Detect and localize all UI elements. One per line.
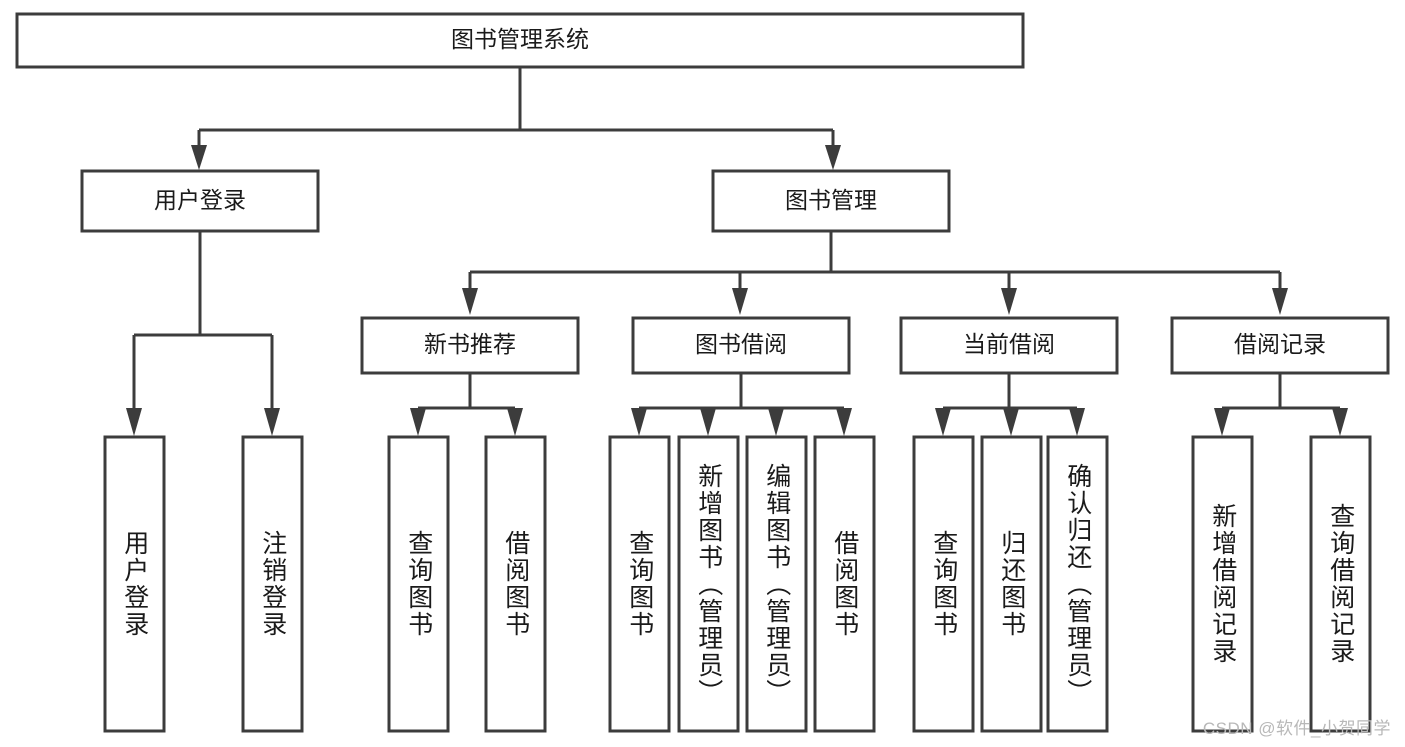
leaf-user-login-1[interactable] [241,435,304,733]
arrow-icon-root-to-user-login [191,145,207,170]
leaf-book-borrow-1[interactable] [677,435,740,733]
leaf-user-login-0[interactable] [103,435,166,733]
leaf-book-borrow-3[interactable] [813,435,876,733]
arrow-icon-user-login-leaf2 [264,408,280,436]
leaf-new-book-recommend-0[interactable] [387,435,450,733]
arrow-icon-book-borrow-leaf3 [768,408,784,436]
arrow-icon-book-borrow-leaf4 [836,408,852,436]
leaf-new-book-recommend-1[interactable] [484,435,547,733]
leaf-book-borrow-2[interactable] [745,435,808,733]
arrow-icon-book-borrow-leaf2 [700,408,716,436]
node-new-book-recommend[interactable] [360,316,580,375]
arrow-icon-current-borrow-leaf2 [1003,408,1019,436]
arrow-icon-bm-to-borrow-record [1272,288,1288,315]
arrow-icon-user-login-leaf1 [126,408,142,436]
node-new-book-recommend-label: 新书推荐 [424,331,516,357]
arrow-icon-new-book-leaf2 [507,408,523,436]
node-borrow-record-label: 借阅记录 [1234,331,1326,357]
node-book-borrow-label: 图书借阅 [695,331,787,357]
arrow-icon-new-book-leaf1 [410,408,426,436]
arrow-icon-borrow-record-leaf2 [1332,408,1348,436]
node-root-label: 图书管理系统 [451,26,589,52]
leaf-current-borrow-2[interactable] [1046,435,1109,733]
leaf-current-borrow-1[interactable] [980,435,1043,733]
arrow-icon-current-borrow-leaf3 [1069,408,1085,436]
leaf-current-borrow-0[interactable] [912,435,975,733]
arrow-icon-current-borrow-leaf1 [935,408,951,436]
node-root-book-management-system[interactable] [15,12,1025,69]
arrow-icon-borrow-record-leaf1 [1214,408,1230,436]
node-current-borrow[interactable] [899,316,1119,375]
node-user-login-label: 用户登录 [154,187,246,213]
leaf-book-borrow-0[interactable] [608,435,671,733]
node-book-management-label: 图书管理 [785,187,877,213]
arrow-icon-bm-to-current-borrow [1001,288,1017,315]
node-book-management[interactable] [711,169,951,233]
leaf-borrow-record-0[interactable] [1191,435,1254,733]
node-current-borrow-label: 当前借阅 [963,331,1055,357]
node-book-borrow[interactable] [631,316,851,375]
arrow-icon-book-borrow-leaf1 [631,408,647,436]
arrow-icon-bm-to-book-borrow [732,288,748,315]
arrow-icon-root-to-book-management [825,145,841,170]
arrow-icon-bm-to-new-book [462,288,478,315]
csdn-watermark: CSDN @软件_小贺同学 [1202,719,1391,738]
leaf-borrow-record-1[interactable] [1309,435,1372,733]
node-borrow-record[interactable] [1170,316,1390,375]
